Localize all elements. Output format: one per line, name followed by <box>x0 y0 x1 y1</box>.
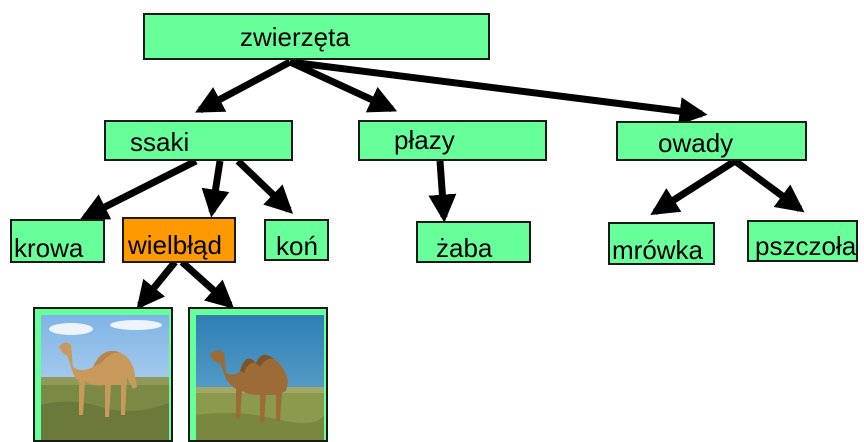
node-zaba: żaba <box>416 221 531 263</box>
node-label: żaba <box>436 233 493 263</box>
dromedary-camel-image <box>41 315 169 440</box>
node-label: ssaki <box>130 127 190 157</box>
arrow-wielblad-photo1 <box>136 259 178 310</box>
node-krowa: krowa <box>10 219 105 263</box>
arrow-root-plazy <box>288 58 398 113</box>
arrow-owady-mrowka <box>650 158 737 216</box>
node-wielblad: wielbłąd <box>122 217 236 263</box>
arrow-root-owady <box>289 58 708 126</box>
node-label: koń <box>276 231 318 261</box>
node-label: krowa <box>14 233 84 263</box>
node-label: płazy <box>394 125 455 155</box>
arrow-wielblad-photo2 <box>179 259 235 309</box>
node-owady: owady <box>616 121 807 161</box>
node-label: owady <box>658 128 734 158</box>
arrow-root-ssaki <box>195 58 292 114</box>
arrow-owady-pszczola <box>732 158 805 213</box>
node-pszczola: pszczoła <box>747 220 858 262</box>
node-ssaki: ssaki <box>104 120 293 161</box>
arrow-ssaki-krowa <box>80 157 198 221</box>
node-label: pszczoła <box>755 231 857 261</box>
arrow-ssaki-kon <box>235 158 294 214</box>
photo-dromedary-camel <box>33 307 173 442</box>
node-zwierzeta: zwierzęta <box>143 13 490 60</box>
bactrian-camel-image <box>196 315 324 440</box>
node-label: zwierzęta <box>240 22 350 52</box>
arrow-plazy-zaba <box>428 160 457 223</box>
photo-bactrian-camel <box>188 307 328 442</box>
arrow-ssaki-wielblad <box>201 160 230 218</box>
node-plazy: płazy <box>358 120 547 161</box>
node-label: wielbłąd <box>128 230 222 260</box>
node-kon: koń <box>264 219 329 261</box>
node-mrowka: mrówka <box>608 222 715 265</box>
node-label: mrówka <box>612 235 704 265</box>
